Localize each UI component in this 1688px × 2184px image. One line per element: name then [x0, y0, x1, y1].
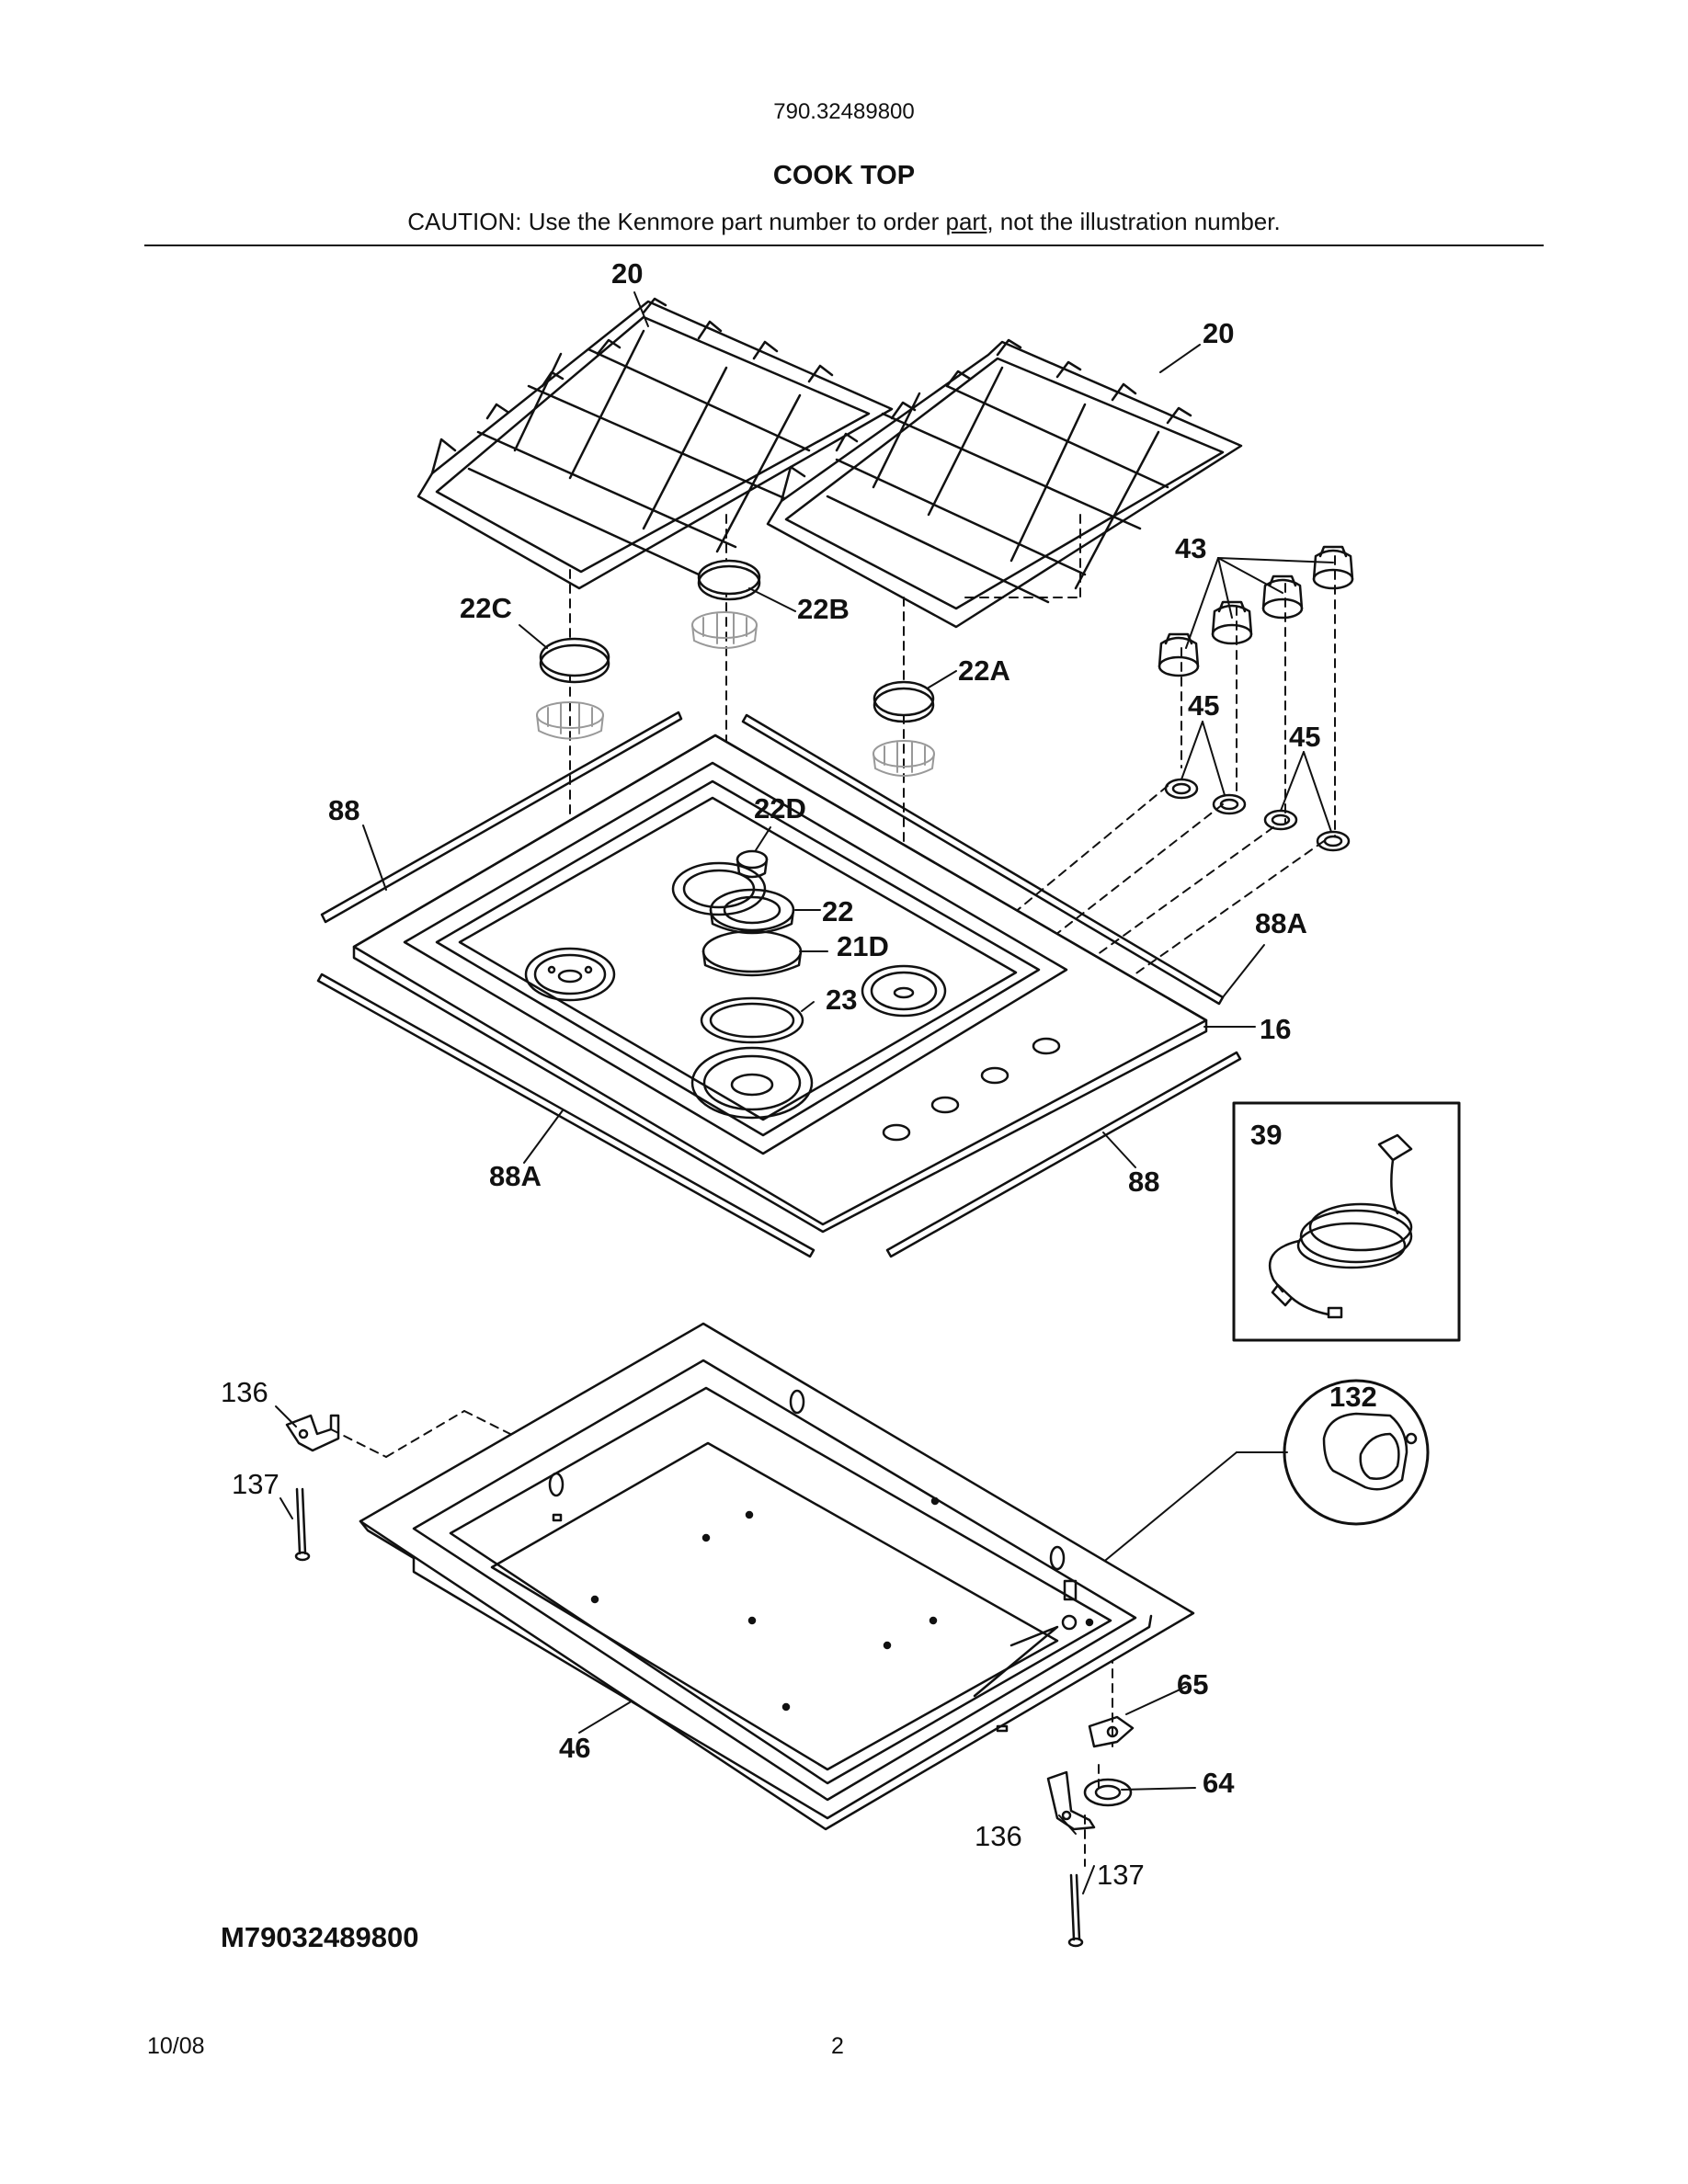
- footer-date: 10/08: [147, 2033, 205, 2059]
- callout-connector-132: 132: [1329, 1381, 1377, 1413]
- knob-2: [1211, 600, 1253, 645]
- caution-note: CAUTION: Use the Kenmore part number to …: [0, 208, 1688, 236]
- burner-base-center: [691, 611, 758, 649]
- screw-137-right: [1067, 1873, 1084, 1948]
- connector-132: [1283, 1379, 1430, 1526]
- callout-plate-65: 65: [1177, 1668, 1208, 1701]
- header-rule: [144, 245, 1544, 246]
- callout-burner-23: 23: [826, 984, 857, 1016]
- knob-holes: [882, 1037, 1061, 1142]
- grate-left: [416, 297, 894, 590]
- burner-pan-46: [359, 1322, 1195, 1831]
- diagram-code: M79032489800: [221, 1921, 418, 1953]
- callout-trim-88-left: 88: [328, 794, 359, 826]
- callout-screw-137-left: 137: [232, 1468, 279, 1500]
- callout-bracket-136-left: 136: [221, 1376, 268, 1408]
- knob-4: [1312, 545, 1354, 590]
- burner-cap-22c: [539, 637, 610, 684]
- callout-cooktop-16: 16: [1260, 1013, 1291, 1045]
- screw-137-left: [294, 1487, 311, 1562]
- callout-gasket-64: 64: [1203, 1767, 1235, 1799]
- callout-pan-46: 46: [559, 1732, 590, 1764]
- knob-1: [1158, 632, 1200, 677]
- callout-bezel-45-right: 45: [1289, 721, 1320, 753]
- caution-underlined: part: [945, 208, 987, 235]
- callout-grate-right: 20: [1203, 317, 1234, 349]
- gasket-64: [1083, 1778, 1133, 1807]
- cooktop-burner-right: [861, 964, 947, 1018]
- bezel-2: [1212, 793, 1247, 815]
- grate-right: [766, 338, 1243, 629]
- caution-prefix: CAUTION: Use the Kenmore part number to …: [407, 208, 946, 235]
- burner-cap-22a: [873, 680, 935, 723]
- callout-cap-22b: 22B: [797, 593, 850, 625]
- callout-bracket-136-right: 136: [975, 1820, 1022, 1852]
- callout-cap-22d: 22D: [754, 792, 806, 825]
- burner-cap-22b: [697, 559, 761, 601]
- model-number: 790.32489800: [773, 99, 915, 124]
- callout-knobs-43: 43: [1175, 532, 1206, 564]
- plate-65: [1088, 1715, 1135, 1748]
- bezel-4: [1316, 830, 1351, 852]
- callout-bezel-45-left: 45: [1188, 689, 1219, 722]
- burner-base-left: [536, 701, 604, 740]
- callout-screw-137-right: 137: [1097, 1859, 1145, 1891]
- callout-burner-21d: 21D: [837, 930, 889, 962]
- bezel-3: [1263, 809, 1298, 831]
- callout-trim-88a-right: 88A: [1255, 907, 1307, 939]
- callout-power-cord-39: 39: [1250, 1119, 1282, 1151]
- cooktop-burner-left: [524, 947, 616, 1002]
- callout-trim-88a-left: 88A: [489, 1160, 542, 1192]
- center-burner-stack: [671, 849, 804, 1044]
- knob-3: [1261, 574, 1304, 620]
- callout-burner-22: 22: [822, 895, 853, 927]
- callout-cap-22c: 22C: [460, 592, 512, 624]
- cooktop-16: [352, 734, 1208, 1234]
- trim-strips: [316, 711, 1242, 1258]
- bracket-136-left: [285, 1414, 340, 1452]
- burner-base-right: [873, 740, 935, 777]
- cooktop-burner-center: [690, 1046, 814, 1120]
- page-number: 2: [831, 2033, 844, 2059]
- page-title: COOK TOP: [772, 161, 916, 190]
- bezel-1: [1164, 778, 1199, 800]
- leader-lines: [275, 291, 1334, 1894]
- bracket-136-right: [1046, 1770, 1096, 1831]
- callout-cap-22a: 22A: [958, 654, 1010, 687]
- callout-trim-88-right: 88: [1128, 1166, 1159, 1198]
- power-cord-39: [1232, 1101, 1461, 1342]
- callout-grate-left: 20: [611, 257, 643, 290]
- caution-suffix: , not the illustration number.: [987, 208, 1281, 235]
